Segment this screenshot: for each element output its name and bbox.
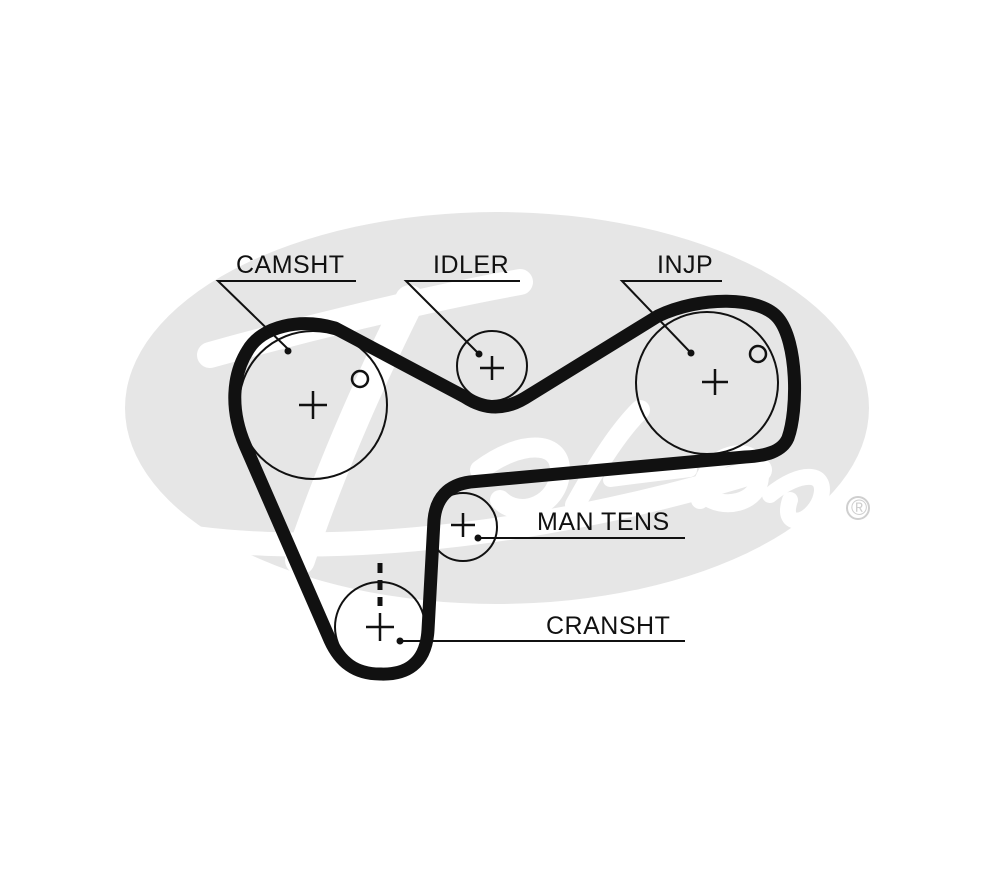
manual-tensioner-label: MAN TENS [537, 508, 670, 536]
crankshaft-centre-cross-icon [366, 613, 394, 641]
idler-leader [403, 280, 520, 356]
pulley-centres [299, 356, 728, 641]
camshaft-leader [215, 280, 356, 350]
timing-belt [228, 294, 802, 681]
idler-label: IDLER [433, 251, 509, 279]
camshaft-centre-cross-icon [299, 391, 327, 419]
injection-pump-centre-cross-icon [702, 369, 728, 395]
injection-pump-timing-mark-icon [748, 344, 768, 364]
leader-dots [284, 347, 695, 645]
tensioner-centre-cross-icon [451, 513, 475, 537]
idler-centre-cross-icon [480, 356, 504, 380]
camshaft-label: CAMSHT [236, 251, 345, 279]
registered-mark-circle [846, 496, 870, 520]
injection-pump-leader [619, 280, 722, 353]
injection-pump-label: INJP [657, 251, 713, 279]
registered-mark: ® [851, 495, 867, 520]
camshaft-timing-mark-icon [350, 369, 370, 389]
crankshaft-label: CRANSHT [546, 612, 670, 640]
leader-lines [215, 280, 722, 642]
